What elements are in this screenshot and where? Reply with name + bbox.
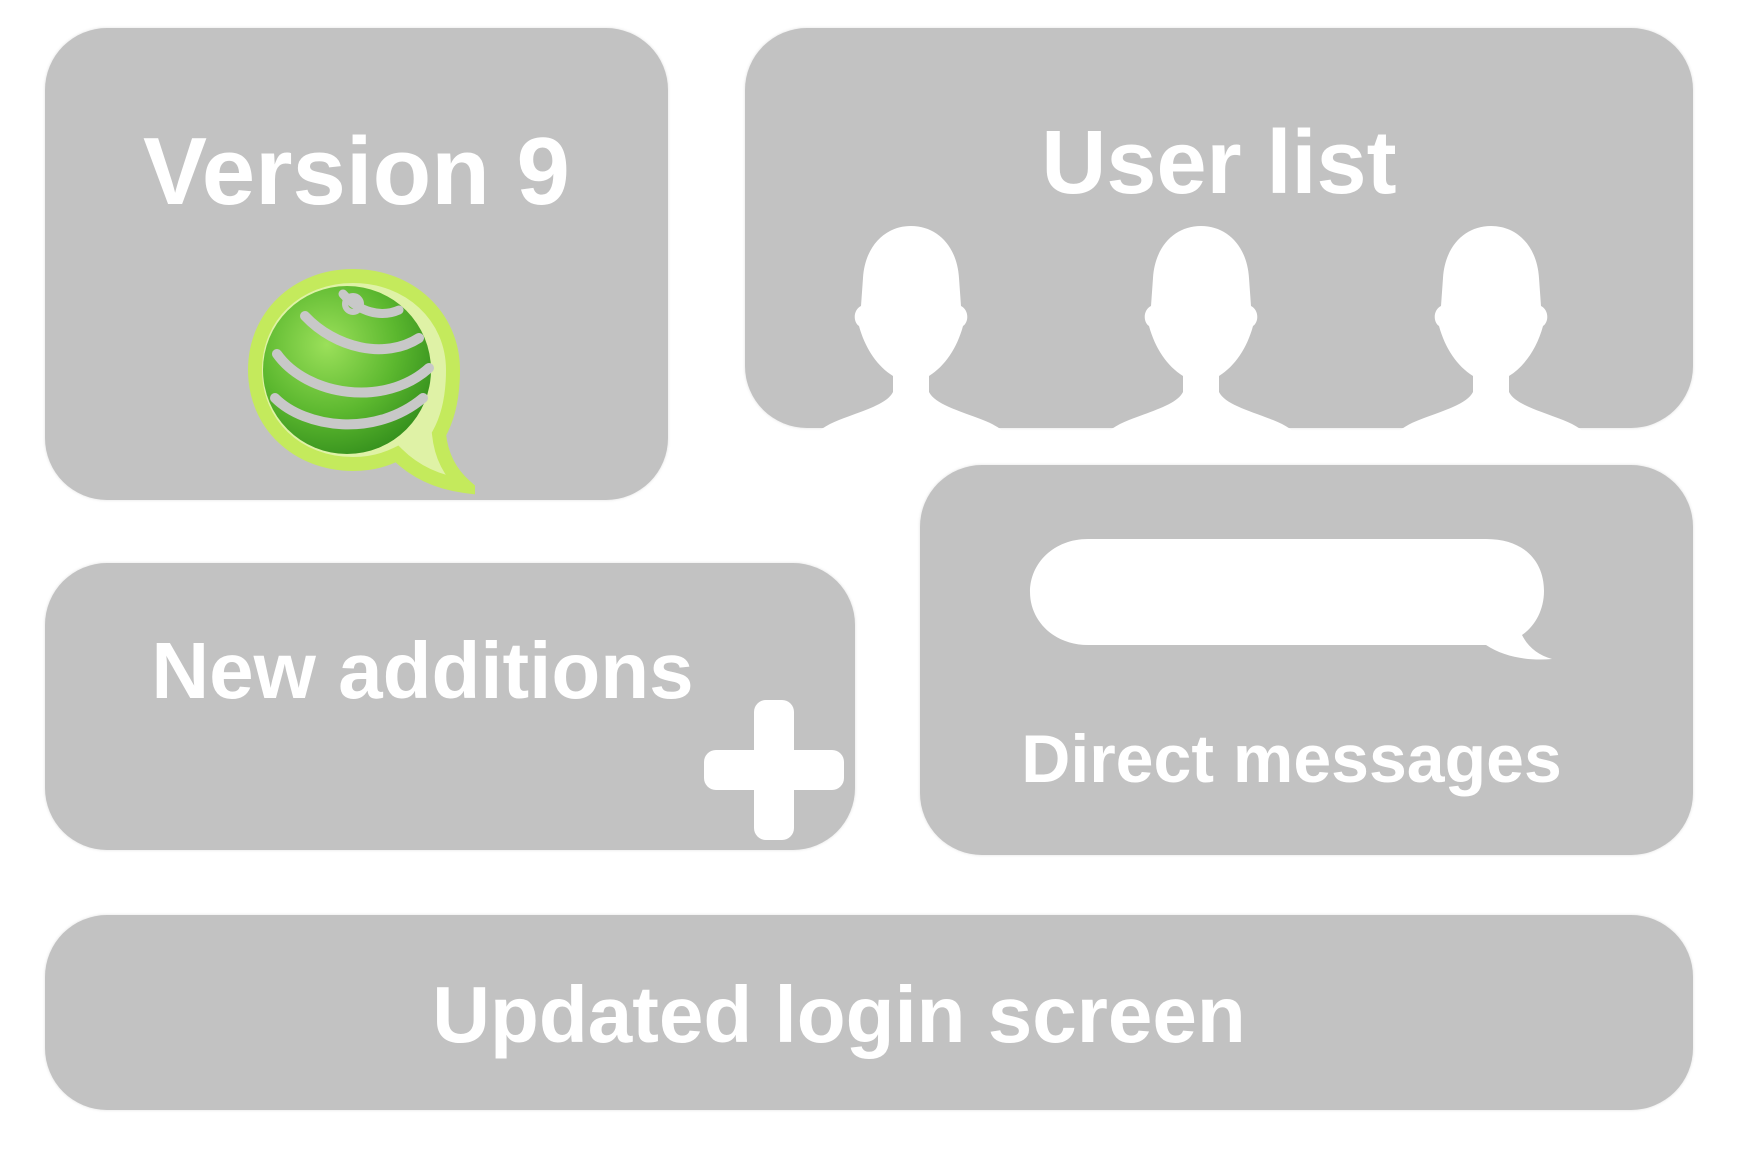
direct-messages-title: Direct messages	[1021, 721, 1562, 797]
person-icon	[801, 226, 1021, 460]
updated-login-screen-title: Updated login screen	[432, 970, 1246, 1059]
direct-messages-tile: Direct messages	[920, 465, 1693, 855]
speech-bubble-icon	[1030, 539, 1552, 660]
new-additions-tile: New additions	[45, 563, 855, 850]
user-list-tile: User list	[745, 28, 1693, 460]
new-additions-title: New additions	[151, 626, 694, 715]
version-tile: Version 9	[45, 28, 668, 500]
updated-login-screen-tile: Updated login screen	[45, 915, 1693, 1110]
person-icon	[1091, 226, 1311, 460]
person-icon	[1381, 226, 1601, 460]
version-title: Version 9	[143, 118, 570, 225]
user-list-title: User list	[1041, 113, 1397, 213]
green-globe-speech-bubble-icon	[247, 268, 475, 495]
plus-icon	[704, 700, 844, 840]
